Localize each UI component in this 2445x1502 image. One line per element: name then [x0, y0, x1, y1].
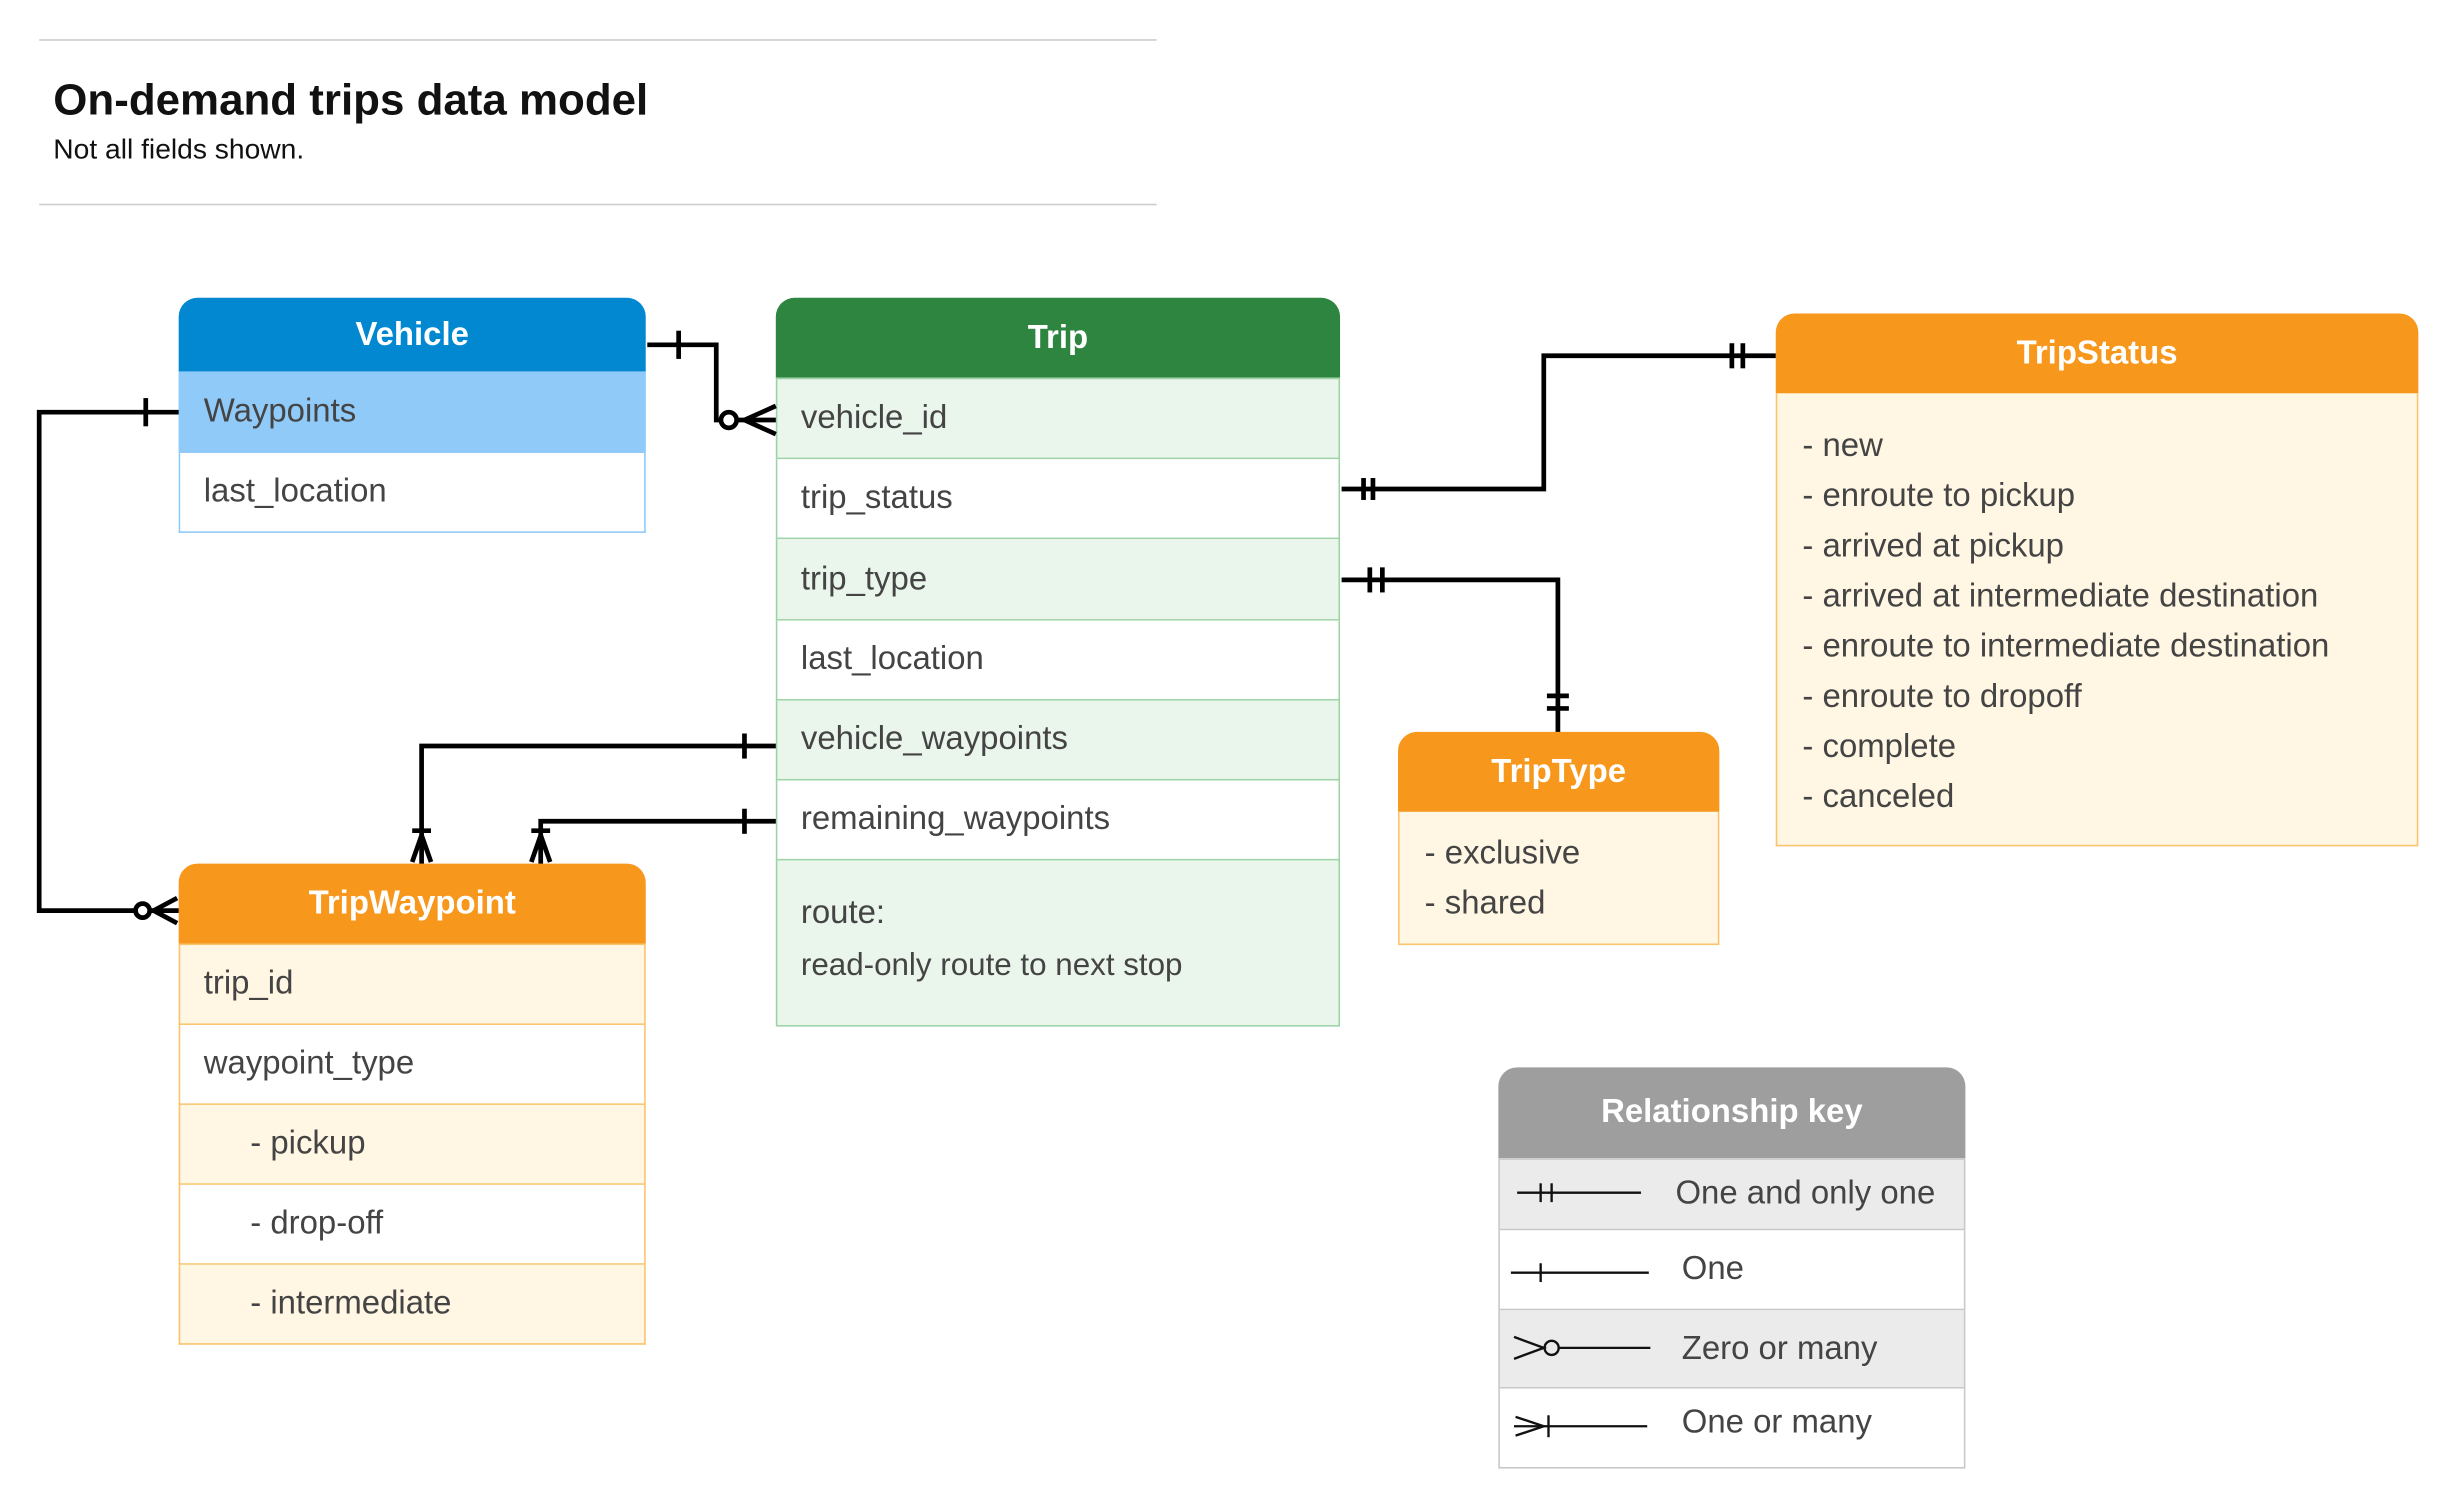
status-value: - complete	[1802, 728, 1957, 765]
field-row: - drop-off	[178, 1184, 646, 1265]
status-value: - arrived at pickup	[1802, 528, 2064, 565]
entity-header: TripWaypoint	[178, 863, 646, 944]
entity-header: Trip	[775, 297, 1341, 378]
entity-trip-status: TripStatus - new - enroute to pickup - a…	[1775, 313, 2419, 847]
entity-header: TripType	[1398, 731, 1720, 812]
field-row: trip_type	[775, 539, 1341, 621]
entity-trip-waypoint: TripWaypoint trip_id waypoint_type - pic…	[178, 863, 646, 1345]
entity-header: TripStatus	[1775, 313, 2419, 394]
divider	[39, 39, 1157, 41]
entity-header: Vehicle	[178, 297, 646, 372]
remaining-waypoints-connector	[529, 808, 776, 864]
field-row: vehicle_waypoints	[775, 700, 1341, 781]
field-row: - intermediate	[178, 1264, 646, 1345]
entity-vehicle: Vehicle Waypoints last_location	[178, 297, 646, 533]
page-subtitle: Not all fields shown.	[53, 133, 305, 165]
key-item: One or many	[1498, 1388, 1966, 1469]
trip-type-connector	[1341, 567, 1569, 732]
field-row: last_location	[178, 452, 646, 533]
key-label: One	[1681, 1250, 1744, 1287]
status-values: - new - enroute to pickup - arrived at p…	[1775, 393, 2419, 847]
page-title: On-demand trips data model	[53, 75, 649, 124]
entity-trip: Trip vehicle_id trip_status trip_type la…	[775, 297, 1341, 1027]
field-row: last_location	[775, 620, 1341, 701]
field-row: trip_status	[775, 459, 1341, 540]
field-row: trip_id	[178, 943, 646, 1026]
field-row: Waypoints	[178, 371, 646, 453]
field-row: remaining_waypoints	[775, 780, 1341, 861]
type-value: - exclusive	[1424, 835, 1581, 872]
route-row: route: read-only route to next stop	[775, 860, 1341, 1026]
key-header: Relationship key	[1498, 1067, 1966, 1159]
route-description: read-only route to next stop	[800, 948, 1183, 983]
type-values: - exclusive - shared	[1398, 811, 1720, 946]
status-value: - enroute to pickup	[1802, 478, 2076, 515]
trip-status-connector	[1341, 343, 1776, 500]
key-label: One and only one	[1675, 1175, 1936, 1212]
status-value: - arrived at intermediate destination	[1802, 578, 2319, 615]
status-value: - new	[1802, 427, 1883, 464]
route-label: route:	[800, 894, 886, 931]
divider	[39, 203, 1157, 206]
key-item: One	[1498, 1230, 1966, 1311]
vehicle-waypoint-connector	[36, 398, 179, 926]
vehicle-waypoints-connector	[409, 733, 776, 864]
status-value: - canceled	[1802, 778, 1955, 815]
field-row: waypoint_type	[178, 1025, 646, 1105]
entity-trip-type: TripType - exclusive - shared	[1398, 731, 1720, 946]
field-row: - pickup	[178, 1104, 646, 1185]
key-label: One or many	[1681, 1404, 1872, 1441]
key-label: Zero or many	[1681, 1329, 1878, 1366]
type-value: - shared	[1424, 885, 1546, 922]
status-value: - enroute to intermediate destination	[1802, 628, 2330, 665]
vehicle-trip-connector	[647, 330, 777, 437]
relationship-key: Relationship key One and only one One Ze…	[1498, 1067, 1966, 1469]
key-item: Zero or many	[1498, 1310, 1966, 1389]
status-value: - enroute to dropoff	[1802, 678, 2082, 715]
key-item: One and only one	[1498, 1158, 1966, 1231]
field-row: vehicle_id	[775, 377, 1341, 460]
